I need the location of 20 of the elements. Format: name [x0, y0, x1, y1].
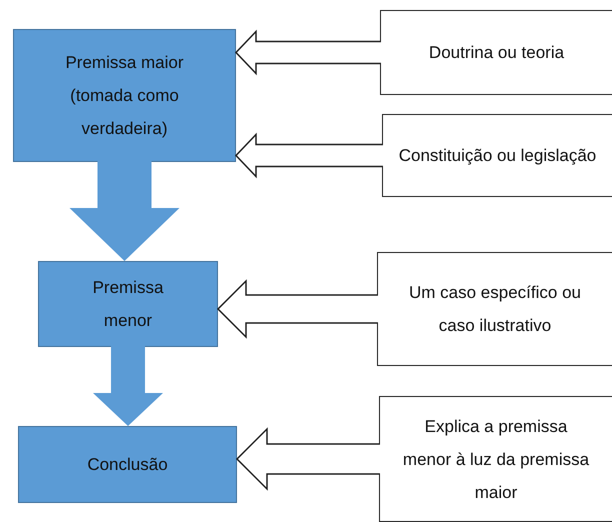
box-text: Conclusão [86, 454, 169, 476]
process-box [13, 29, 236, 162]
box-text: Premissa menor [92, 277, 164, 332]
box-text: Constituição ou legislação [398, 145, 598, 167]
callout-box [380, 10, 612, 95]
box-text: Um caso específico ou caso ilustrativo [408, 282, 582, 337]
block-arrow [234, 132, 384, 178]
callout-box [379, 396, 612, 522]
block-arrow [93, 346, 163, 426]
process-box [18, 426, 237, 503]
box-text: Explica a premissa menor à luz da premissa maior [402, 416, 590, 504]
block-arrow [216, 279, 379, 339]
process-box [38, 261, 218, 347]
block-arrow [234, 30, 382, 76]
callout-box [382, 114, 612, 197]
block-arrow [70, 161, 180, 261]
box-text: Doutrina ou teoria [428, 42, 566, 64]
block-arrow [236, 427, 381, 491]
box-text: Premissa maior (tomada como verdadeira) [64, 52, 185, 140]
callout-box [377, 252, 612, 366]
